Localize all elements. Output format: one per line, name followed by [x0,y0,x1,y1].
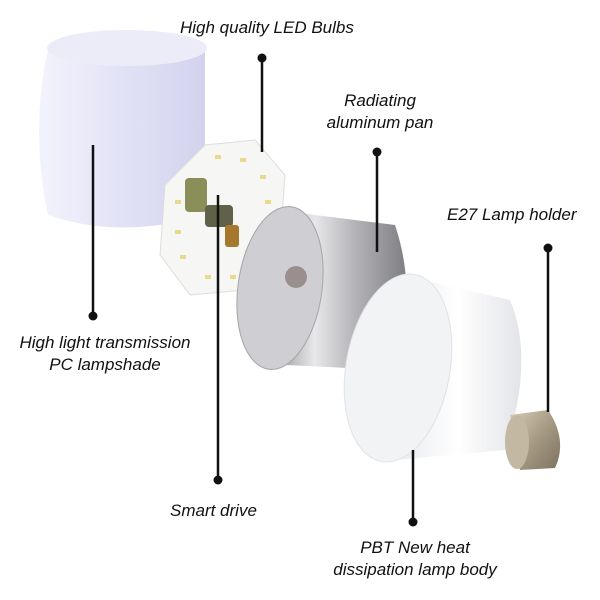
label-lampshade-line1: High light transmission [19,333,191,352]
label-aluminum-pan-line2: aluminum pan [326,113,434,132]
label-lamp-body-line1: PBT New heat [360,538,470,557]
label-lamp-holder: E27 Lamp holder [447,205,577,224]
annotation-dots [88,53,553,527]
label-smart-drive: Smart drive [170,501,257,520]
label-lamp-body-line2: dissipation lamp body [333,560,497,579]
label-aluminum-pan-line1: Radiating [344,91,416,110]
smart-drive-components [185,178,239,247]
label-lampshade-line2: PC lampshade [49,355,161,374]
annotation-lines [91,58,550,522]
label-aluminum-pan: Radiating aluminum pan [315,90,445,134]
label-lamp-body: PBT New heat dissipation lamp body [315,537,515,581]
lamp-body [343,273,522,463]
label-lampshade: High light transmission PC lampshade [5,332,205,376]
e27-screw-base [505,410,561,470]
pc-lampshade [39,30,207,228]
label-led-bulbs: High quality LED Bulbs [180,18,354,37]
